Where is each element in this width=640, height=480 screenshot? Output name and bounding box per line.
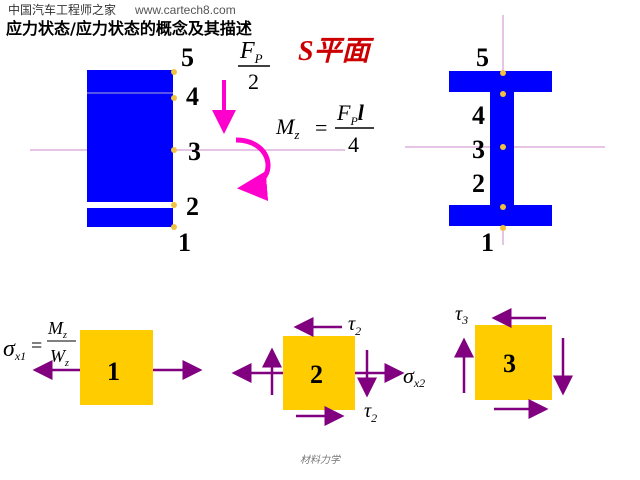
i-point-label-1: 1 <box>481 228 494 257</box>
moment-lhs: Mz <box>275 114 299 142</box>
sigma-x1-den: Wz <box>50 346 69 369</box>
element-2-label: 2 <box>310 360 323 389</box>
stress-element-1 <box>80 330 153 405</box>
point-label-3: 3 <box>188 137 201 166</box>
tau-2-top: τ2 <box>348 313 361 338</box>
footer: 材料力学 <box>300 454 341 466</box>
sigma-x2: σx2 <box>403 363 425 390</box>
i-beam-bottom-flange <box>449 205 552 226</box>
sigma-x1: σx1 <box>3 336 26 363</box>
tau-2-bottom: τ2 <box>364 400 377 425</box>
beam-bottom-strip <box>87 208 173 227</box>
point-label-1: 1 <box>178 228 191 257</box>
sigma-x1-num: Mz <box>47 318 67 341</box>
i-point-label-3: 3 <box>472 135 485 164</box>
section-points <box>171 69 177 230</box>
i-beam-points <box>500 70 506 231</box>
load-force: FP <box>239 38 263 66</box>
stress-element-2 <box>283 336 355 410</box>
moment-arrow <box>235 137 271 201</box>
element-3-label: 3 <box>503 349 516 378</box>
i-beam-top-flange <box>449 71 552 92</box>
plane-label: S平面 <box>298 36 375 67</box>
watermark-url: www.cartech8.com <box>134 3 236 17</box>
stress-element-3 <box>475 325 552 400</box>
slide-title: 应力状态/应力状态的概念及其描述 <box>6 19 252 38</box>
moment-num: FPl <box>336 100 365 128</box>
i-point-label-5: 5 <box>476 43 489 72</box>
watermark-site: 中国汽车工程师之家 <box>8 2 116 17</box>
point-label-5: 5 <box>181 43 194 72</box>
point-label-2: 2 <box>186 192 199 221</box>
tau-3: τ3 <box>455 303 468 327</box>
point-label-4: 4 <box>186 82 199 111</box>
moment-den: 4 <box>348 132 359 157</box>
sigma-x1-eq: = <box>31 335 42 357</box>
i-point-label-2: 2 <box>472 169 485 198</box>
load-divisor: 2 <box>248 69 259 94</box>
element-1-label: 1 <box>107 357 120 386</box>
i-point-label-4: 4 <box>472 101 485 130</box>
beam-section-rect <box>87 70 173 202</box>
moment-eq: = <box>315 115 327 140</box>
